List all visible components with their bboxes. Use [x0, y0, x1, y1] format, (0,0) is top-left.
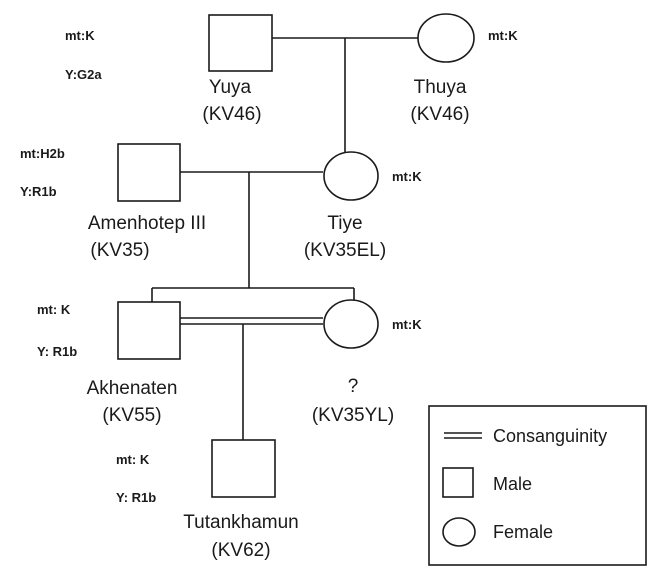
- ky-mt-haplogroup: mt:K: [392, 317, 422, 332]
- tutankhamun-name: Tutankhamun: [183, 512, 298, 533]
- akhenaten-tomb: (KV55): [102, 405, 161, 426]
- thuya-mt-haplogroup: mt:K: [488, 28, 518, 43]
- tutankhamun-mt-haplogroup: mt: K: [116, 452, 150, 467]
- akhenaten-y-haplogroup: Y: R1b: [37, 344, 77, 359]
- yuya-tomb: (KV46): [202, 104, 261, 125]
- thuya-name: Thuya: [414, 77, 467, 98]
- yuya-name: Yuya: [209, 77, 252, 98]
- tutankhamun-male-square: [211, 439, 276, 498]
- legend-consanguinity-label: Consanguinity: [493, 426, 607, 446]
- tiye-name: Tiye: [327, 213, 362, 234]
- legend-male-square: [442, 467, 474, 498]
- ky-female-circle: [323, 299, 379, 349]
- akhenaten-name: Akhenaten: [87, 378, 178, 399]
- yuya-mt-haplogroup: mt:K: [65, 28, 95, 43]
- yuya-y-haplogroup: Y:G2a: [65, 67, 102, 82]
- akhenaten-mt-haplogroup: mt: K: [37, 302, 71, 317]
- ky-name: ?: [348, 376, 359, 397]
- ky-tomb: (KV35YL): [312, 405, 394, 426]
- akhenaten-male-square: [117, 301, 181, 360]
- legend-box: Consanguinity Male Female: [428, 405, 647, 566]
- thuya-female-circle: [417, 13, 475, 63]
- amenhotep-mt-haplogroup: mt:H2b: [20, 146, 65, 161]
- tutankhamun-tomb: (KV62): [211, 540, 270, 561]
- legend-female-circle: [442, 517, 476, 547]
- tiye-mt-haplogroup: mt:K: [392, 169, 422, 184]
- amenhotep-tomb: (KV35): [90, 240, 149, 261]
- legend-male-label: Male: [493, 474, 532, 494]
- yuya-male-square: [208, 14, 273, 72]
- legend-female-label: Female: [493, 522, 553, 542]
- pedigree-lines: [151, 37, 418, 440]
- tiye-female-circle: [323, 151, 379, 201]
- amenhotep-y-haplogroup: Y:R1b: [20, 184, 57, 199]
- tutankhamun-y-haplogroup: Y: R1b: [116, 490, 156, 505]
- amenhotep-name: Amenhotep III: [88, 213, 206, 234]
- thuya-tomb: (KV46): [410, 104, 469, 125]
- tiye-tomb: (KV35EL): [304, 240, 386, 261]
- amenhotep-male-square: [117, 143, 181, 202]
